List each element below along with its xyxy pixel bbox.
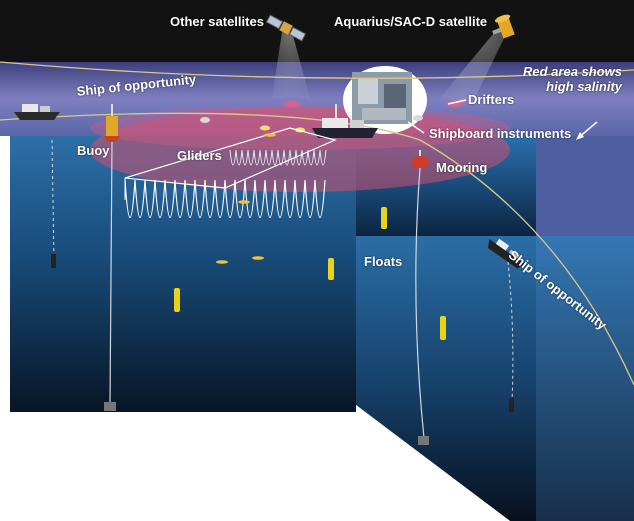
drifter-icons: [200, 115, 423, 133]
mooring-label: Mooring: [436, 160, 488, 175]
ocean-right-edge: [536, 236, 634, 521]
shipboard-arrow: [407, 121, 425, 134]
buoy-anchor: [104, 402, 116, 411]
mooring-icon: [411, 150, 429, 168]
buoy-icon: [104, 104, 120, 142]
aquarius-beam: [440, 28, 508, 104]
mooring-line: [415, 167, 425, 439]
glider-sawtooth-back: [229, 149, 327, 166]
sky-band: [0, 0, 634, 62]
ship-right-icon: [487, 238, 526, 269]
float-icons: [174, 207, 446, 340]
drifters-label: Drifters: [468, 92, 515, 107]
aquarius-satellite-icon: [492, 14, 515, 39]
glider-box-top: [124, 127, 337, 189]
buoy-label: Buoy: [77, 143, 110, 158]
float-left-icon: [51, 254, 56, 268]
gliders-label: Gliders: [177, 148, 222, 163]
red-area-label-line2: high salinity: [546, 79, 622, 94]
ocean-right-block: [356, 236, 536, 521]
aquarius-satellite-label: Aquarius/SAC-D satellite: [334, 14, 488, 29]
sea-surface-right: [536, 136, 634, 236]
buoy-mooring-line: [109, 141, 113, 406]
ship-track-top: [0, 61, 634, 79]
float-right-icon: [509, 398, 514, 412]
other-satellite-beam: [272, 32, 310, 98]
mooring-anchor: [418, 436, 429, 445]
float-profile-left: [51, 139, 55, 263]
shipboard-instruments-label: Shipboard instruments: [429, 126, 572, 141]
glider-icons: [216, 133, 276, 264]
other-satellites-label: Other satellites: [170, 14, 264, 29]
ship-left-icon: [14, 104, 60, 120]
other-satellite-icon: [265, 14, 307, 42]
glider-sawtooth-front: [124, 179, 326, 218]
floats-label: Floats: [364, 254, 403, 269]
ship-track-diagonal: [0, 112, 634, 386]
shipboard-instruments-photo: [352, 72, 412, 124]
cutout-area: [10, 405, 510, 521]
research-ship-icon: [312, 104, 378, 138]
beam-spot-left: [280, 99, 304, 109]
salinity-arrowhead: [576, 132, 584, 140]
red-area-label-line1: Red area shows: [523, 64, 622, 79]
drifters-arrow: [447, 99, 467, 105]
